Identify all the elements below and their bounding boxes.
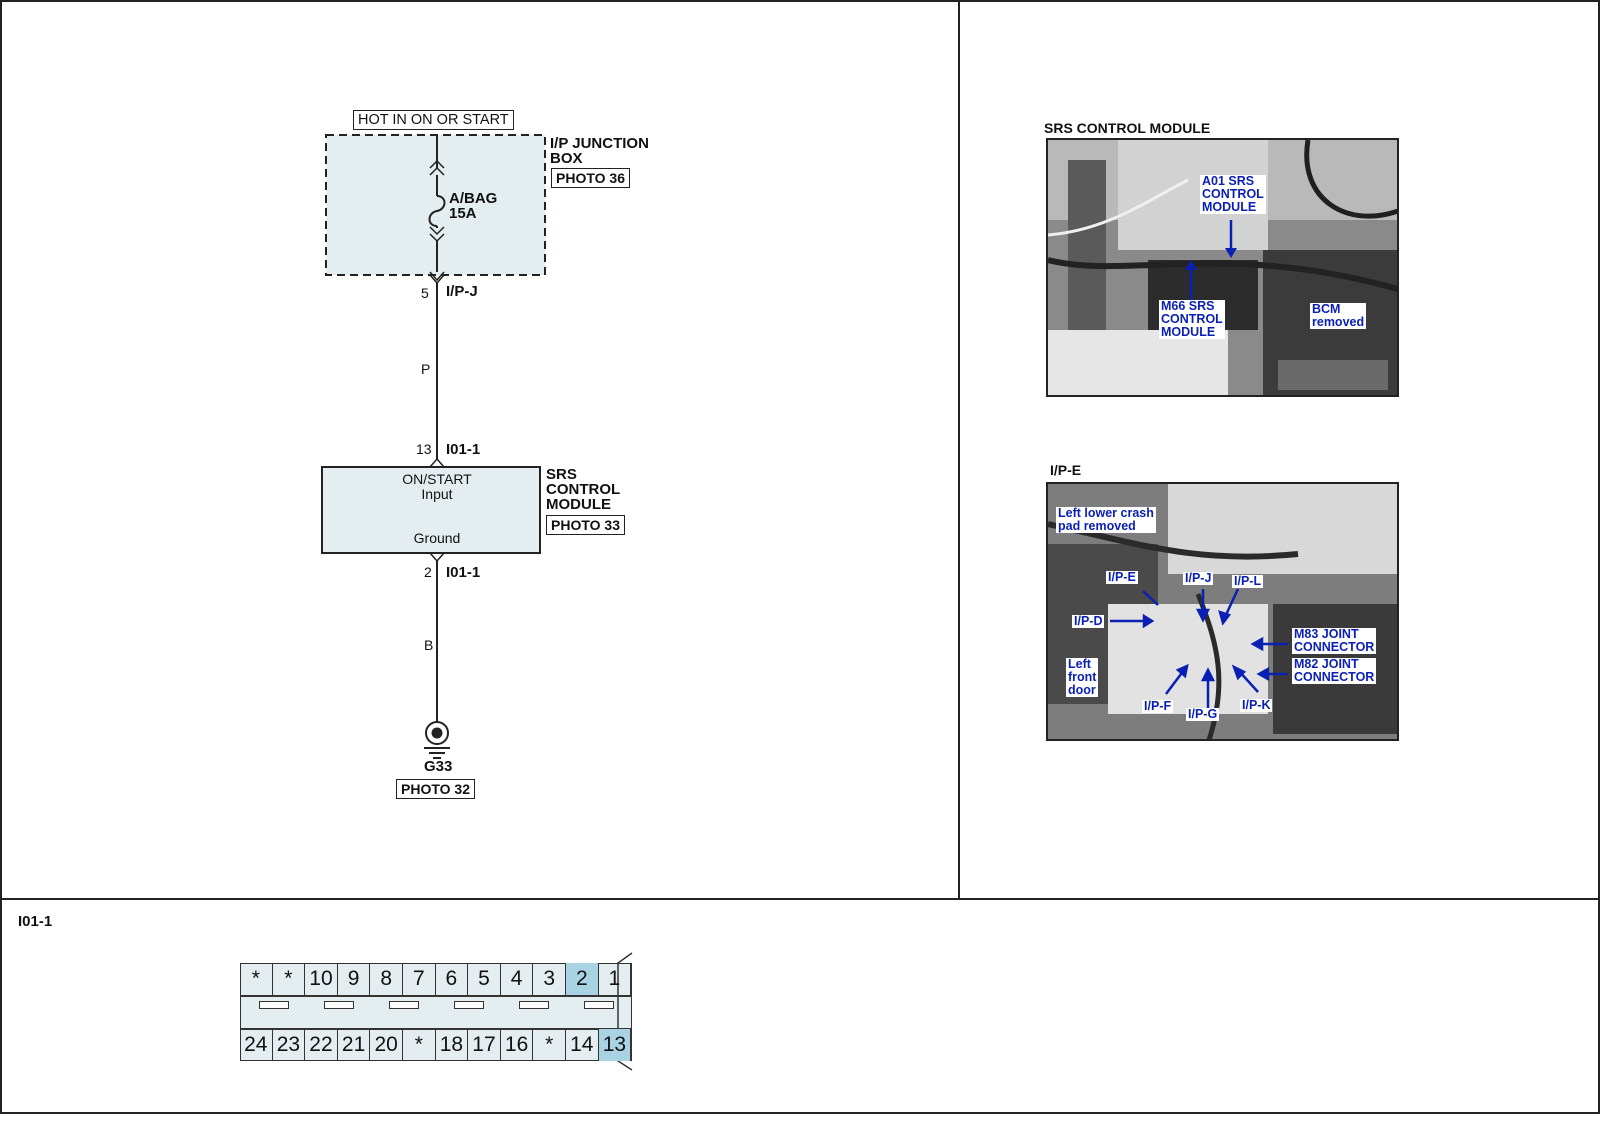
- connector-pin-21: 21: [338, 1029, 371, 1061]
- ground-icon: [424, 721, 450, 759]
- junction-box-outline: [325, 134, 546, 276]
- connector-latch: [324, 1001, 354, 1009]
- connector-latch: [519, 1001, 549, 1009]
- connector-panel: [0, 898, 1600, 1114]
- callout-ip-k: I/P-K: [1240, 698, 1273, 712]
- callout-bcm-removed: BCM removed: [1310, 302, 1367, 329]
- callout-ip-l: I/P-L: [1232, 574, 1264, 588]
- module-ground-pin: 2: [424, 564, 432, 580]
- connector-pin-20: 20: [370, 1029, 403, 1061]
- connector-pin-24: 24: [240, 1029, 273, 1061]
- connector-pin-23: 23: [273, 1029, 306, 1061]
- callout-left-front-door: Left front door: [1066, 657, 1099, 697]
- callout-ip-d: I/P-D: [1072, 614, 1105, 628]
- srs-module-photo-image: [1048, 140, 1397, 395]
- connector-top-row-divider: [240, 995, 632, 997]
- connector-pin-2: 2: [566, 963, 599, 995]
- connector-pin-empty: *: [403, 1029, 436, 1061]
- connector-bottom-row-divider: [240, 1028, 632, 1030]
- ground-name: G33: [424, 758, 453, 775]
- connector-pin-7: 7: [403, 963, 436, 995]
- fuse-icon: [428, 195, 446, 227]
- callout-ip-g: I/P-G: [1186, 707, 1220, 721]
- connector-view-title: I01-1: [18, 913, 53, 930]
- connector-pin-14: 14: [566, 1029, 599, 1061]
- connector-latch: [454, 1001, 484, 1009]
- connector-pin-13: 13: [598, 1029, 632, 1061]
- connector-pin-18: 18: [436, 1029, 469, 1061]
- module-ground-label: Ground: [413, 530, 461, 546]
- module-input-connector: I01-1: [446, 441, 481, 458]
- module-input-label: ON/START Input: [402, 471, 472, 502]
- srs-module-photo: A01 SRS CONTROL MODULE M66 SRS CONTROL M…: [1046, 138, 1399, 397]
- connector-latch: [389, 1001, 419, 1009]
- connector-pin-empty: *: [533, 1029, 566, 1061]
- connector-pin-4: 4: [501, 963, 534, 995]
- srs-module-box: [321, 466, 541, 554]
- photo-33-title: SRS CONTROL MODULE: [1044, 120, 1211, 136]
- connector-pin-22: 22: [305, 1029, 338, 1061]
- connector-pin-empty: *: [240, 963, 273, 995]
- photo-36-title: I/P-E: [1050, 462, 1082, 478]
- wire-top-color: P: [421, 361, 431, 377]
- module-photo-ref[interactable]: PHOTO 33: [546, 515, 625, 535]
- connector-pin-9: 9: [338, 963, 371, 995]
- junction-box-name: I/P JUNCTION BOX: [550, 135, 649, 167]
- connector-top-pin: 5: [421, 285, 429, 301]
- connector-pin-16: 16: [501, 1029, 534, 1061]
- connector-top-name: I/P-J: [446, 283, 478, 300]
- connector-pin-6: 6: [436, 963, 469, 995]
- connector-pin-17: 17: [468, 1029, 501, 1061]
- connector-pin-10: 10: [305, 963, 338, 995]
- callout-ip-e: I/P-E: [1106, 570, 1138, 584]
- connector-pin-3: 3: [533, 963, 566, 995]
- ip-connector-photo: Left lower crash pad removed I/P-E I/P-J…: [1046, 482, 1399, 741]
- wiring-schematic: [321, 134, 546, 759]
- callout-crash-pad-removed: Left lower crash pad removed: [1056, 506, 1156, 533]
- callout-m82-joint-connector: M82 JOINT CONNECTOR: [1292, 657, 1377, 684]
- connector-pin-1: 1: [599, 963, 632, 995]
- callout-ip-f: I/P-F: [1142, 699, 1174, 713]
- junction-box-photo-ref[interactable]: PHOTO 36: [551, 168, 630, 188]
- callout-m66-srs-module: M66 SRS CONTROL MODULE: [1159, 299, 1225, 339]
- connector-latch: [259, 1001, 289, 1009]
- fuse-label: A/BAG 15A: [449, 190, 498, 222]
- wire-bottom-color: B: [424, 637, 434, 653]
- callout-m83-joint-connector: M83 JOINT CONNECTOR: [1292, 627, 1377, 654]
- module-ground-connector: I01-1: [446, 564, 481, 581]
- module-input-pin: 13: [416, 441, 432, 457]
- callout-ip-j: I/P-J: [1183, 571, 1214, 585]
- connector-pin-8: 8: [370, 963, 403, 995]
- ground-photo-ref[interactable]: PHOTO 32: [396, 779, 475, 799]
- connector-pin-empty: *: [273, 963, 306, 995]
- connector-latch: [584, 1001, 614, 1009]
- module-name: SRS CONTROL MODULE: [546, 466, 621, 513]
- connector-pin-5: 5: [468, 963, 501, 995]
- supply-label: HOT IN ON OR START: [353, 110, 514, 130]
- callout-a01-srs-module: A01 SRS CONTROL MODULE: [1200, 174, 1266, 214]
